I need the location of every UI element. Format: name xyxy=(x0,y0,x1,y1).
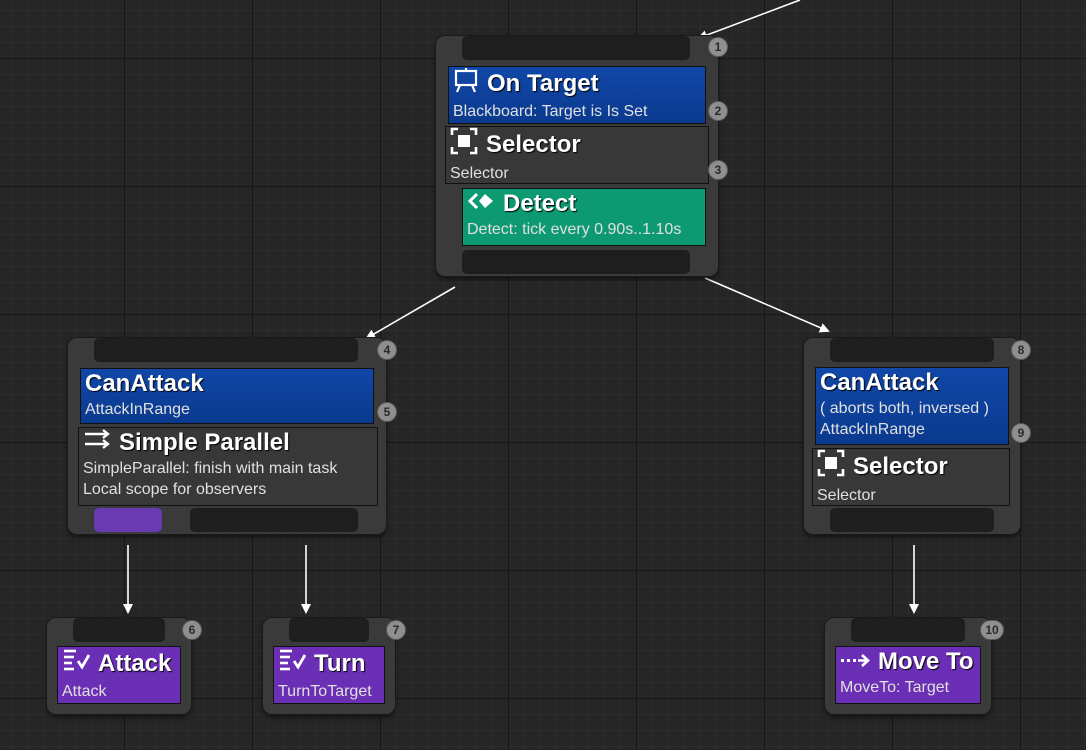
simple-parallel-subtitle: SimpleParallel: finish with main task xyxy=(83,460,338,477)
attack-input-pin[interactable] xyxy=(73,618,165,642)
right-selector-node[interactable]: CanAttack ( aborts both, inversed ) Atta… xyxy=(804,338,1020,534)
execution-order-badge: 1 xyxy=(708,37,728,57)
wire-root-right xyxy=(704,277,830,333)
wire-into-root xyxy=(697,0,801,40)
turn-subtitle: TurnToTarget xyxy=(278,683,372,700)
right-selector-subtitle: Selector xyxy=(817,487,876,504)
detect-service[interactable]: Detect Detect: tick every 0.90s..1.10s xyxy=(462,188,706,246)
moveto-task-node[interactable]: Move To MoveTo: Target xyxy=(825,618,991,714)
root-input-pin[interactable] xyxy=(462,36,690,60)
moveto-task[interactable]: Move To MoveTo: Target xyxy=(835,646,981,704)
turn-title: Turn xyxy=(314,650,366,677)
root-output-pin[interactable] xyxy=(462,250,690,274)
simple-parallel-scope: Local scope for observers xyxy=(83,481,267,498)
execution-order-badge: 10 xyxy=(980,620,1004,640)
blackboard-icon xyxy=(453,67,479,101)
turn-task-node[interactable]: Turn TurnToTarget xyxy=(263,618,395,714)
can-attack-inversed-decorator[interactable]: CanAttack ( aborts both, inversed ) Atta… xyxy=(815,367,1009,445)
root-selector-composite[interactable]: Selector Selector xyxy=(445,126,709,184)
attack-title: Attack xyxy=(98,650,172,677)
execution-order-badge: 4 xyxy=(377,340,397,360)
task-icon xyxy=(278,647,307,681)
simple-parallel-title: Simple Parallel xyxy=(119,429,290,456)
root-node[interactable]: On Target Blackboard: Target is Is Set S… xyxy=(436,36,718,276)
can-attack-subtitle: AttackInRange xyxy=(85,401,190,418)
simple-parallel-composite[interactable]: Simple Parallel SimpleParallel: finish w… xyxy=(78,427,378,506)
selector-icon xyxy=(450,127,478,163)
moveto-title: Move To xyxy=(878,648,974,675)
attack-subtitle: Attack xyxy=(62,683,107,700)
background-output-pin[interactable] xyxy=(190,508,358,532)
service-icon xyxy=(467,189,495,219)
execution-order-badge: 2 xyxy=(708,101,728,121)
right-input-pin[interactable] xyxy=(830,338,994,362)
selector-icon xyxy=(817,449,845,485)
moveto-subtitle: MoveTo: Target xyxy=(840,679,950,696)
can-attack-inversed-title: CanAttack xyxy=(820,369,939,396)
task-icon xyxy=(62,647,91,681)
turn-input-pin[interactable] xyxy=(289,618,369,642)
can-attack-inversed-subtitle: AttackInRange xyxy=(820,421,925,438)
detect-title: Detect xyxy=(503,190,577,217)
execution-order-badge: 9 xyxy=(1011,423,1031,443)
execution-order-badge: 8 xyxy=(1011,340,1031,360)
on-target-subtitle: Blackboard: Target is Is Set xyxy=(453,103,648,120)
left-parallel-node[interactable]: CanAttack AttackInRange Simple Parallel … xyxy=(68,338,386,534)
execution-order-badge: 5 xyxy=(377,402,397,422)
attack-task-node[interactable]: Attack Attack xyxy=(47,618,191,714)
attack-task[interactable]: Attack Attack xyxy=(57,646,181,704)
parallel-icon xyxy=(83,428,111,458)
turn-task[interactable]: Turn TurnToTarget xyxy=(273,646,385,704)
moveto-input-pin[interactable] xyxy=(851,618,965,642)
right-output-pin[interactable] xyxy=(830,508,994,532)
main-task-output-pin[interactable] xyxy=(94,508,162,532)
left-input-pin[interactable] xyxy=(94,338,358,362)
on-target-title: On Target xyxy=(487,70,599,97)
wire-root-left xyxy=(365,286,456,340)
detect-subtitle: Detect: tick every 0.90s..1.10s xyxy=(467,221,682,238)
move-icon xyxy=(840,647,870,677)
root-selector-title: Selector xyxy=(486,131,581,158)
root-selector-subtitle: Selector xyxy=(450,165,509,182)
execution-order-badge: 7 xyxy=(386,620,406,640)
right-selector-title: Selector xyxy=(853,453,948,480)
execution-order-badge: 3 xyxy=(708,160,728,180)
execution-order-badge: 6 xyxy=(182,620,202,640)
on-target-decorator[interactable]: On Target Blackboard: Target is Is Set xyxy=(448,66,706,124)
can-attack-decorator[interactable]: CanAttack AttackInRange xyxy=(80,368,374,424)
can-attack-title: CanAttack xyxy=(85,370,204,397)
abort-mode-text: ( aborts both, inversed ) xyxy=(820,400,989,417)
right-selector-composite[interactable]: Selector Selector xyxy=(812,448,1010,506)
